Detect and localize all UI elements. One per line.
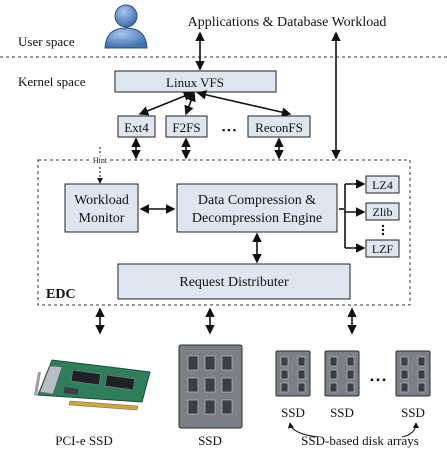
f2fs-label: F2FS [172, 120, 200, 135]
ext4-box: Ext4 [117, 115, 156, 138]
array-curve-right [401, 422, 419, 438]
vfs-f2fs-arrow [184, 91, 196, 116]
workload-monitor-box: Workload Monitor [64, 183, 139, 233]
disk-arrays-label: SSD-based disk arrays [301, 433, 419, 448]
fs-ellipsis: ▪ ▪ ▪ [222, 125, 236, 135]
array-ssd-label-3: SSD [401, 405, 425, 420]
vfs-reconfs-arrow [196, 90, 292, 117]
user-space-label: User space [18, 34, 75, 49]
pcie-ssd-label: PCI-e SSD [55, 433, 112, 448]
array-ssd-label-1: SSD [281, 405, 305, 420]
lz4-label: LZ4 [372, 178, 393, 192]
array-ssd-icon-2 [324, 350, 360, 397]
lzf-box: LZF [365, 239, 400, 258]
pcie-ssd-card-icon [34, 359, 151, 411]
array-ssd-icon-3 [395, 350, 431, 397]
workload-monitor-label-line2: Monitor [79, 211, 125, 226]
reconfs-box: ReconFS [247, 115, 311, 138]
request-distributer-label: Request Distributer [179, 275, 289, 290]
workload-label: Applications & Database Workload [188, 15, 387, 30]
reconfs-label: ReconFS [255, 120, 303, 135]
array-curve-left [287, 422, 319, 438]
array-ssd-label-2: SSD [330, 405, 354, 420]
ssd-center-label: SSD [198, 433, 222, 448]
zlib-label: Zlib [373, 205, 393, 219]
edc-label: EDC [46, 287, 76, 302]
engine-label-line1: Data Compression & [198, 193, 316, 208]
array-ellipsis: ▪ ▪ ▪ [370, 375, 386, 386]
f2fs-box: F2FS [165, 115, 208, 138]
hint-label: Hint [93, 156, 108, 165]
lzf-label: LZF [372, 242, 394, 256]
engine-label-line2: Decompression Engine [192, 211, 322, 226]
lz4-box: LZ4 [365, 175, 400, 194]
compression-engine-box: Data Compression & Decompression Engine [176, 183, 338, 233]
algorithm-vertical-ellipsis [381, 224, 385, 236]
user-icon [104, 4, 148, 49]
vfs-ext4-arrow [138, 91, 194, 116]
linux-vfs-box: Linux VFS [114, 70, 277, 93]
edc-container [37, 159, 411, 306]
array-ssd-icon-1 [275, 350, 311, 397]
request-distributer-box: Request Distributer [117, 263, 351, 300]
zlib-box: Zlib [365, 202, 400, 221]
linux-vfs-label: Linux VFS [166, 75, 224, 90]
workload-monitor-label-line1: Workload [74, 193, 129, 208]
kernel-space-label: Kernel space [18, 74, 86, 89]
ext4-label: Ext4 [124, 120, 149, 135]
ssd-center-icon [178, 344, 243, 429]
